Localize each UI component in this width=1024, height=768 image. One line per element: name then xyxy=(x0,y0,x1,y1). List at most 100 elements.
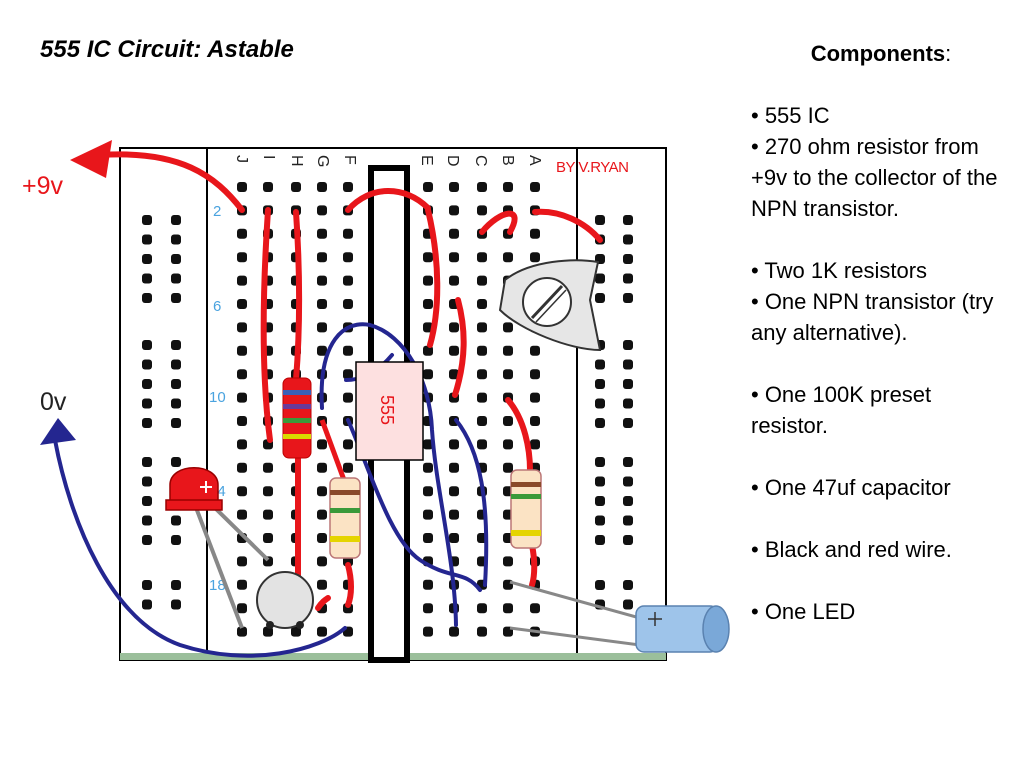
breadboard-hole xyxy=(263,509,273,520)
breadboard-hole xyxy=(477,626,487,637)
breadboard-hole xyxy=(171,340,181,350)
breadboard-hole xyxy=(449,182,459,192)
breadboard-hole xyxy=(503,439,513,450)
breadboard-hole xyxy=(595,476,605,487)
breadboard-hole xyxy=(263,462,273,473)
breadboard-hole xyxy=(343,252,353,263)
breadboard-holes xyxy=(142,182,633,637)
column-letter-b: B xyxy=(499,155,516,166)
breadboard-hole xyxy=(317,228,327,239)
breadboard-hole xyxy=(477,275,487,286)
breadboard-hole xyxy=(595,398,605,409)
breadboard-hole xyxy=(477,439,487,450)
breadboard-hole xyxy=(171,273,181,284)
breadboard-hole xyxy=(595,535,605,545)
component-1k-resistors: • Two 1K resistors xyxy=(751,258,928,283)
breadboard-hole xyxy=(477,392,487,403)
breadboard-hole xyxy=(142,359,152,370)
breadboard-hole xyxy=(142,379,152,389)
supply-label: +9v xyxy=(22,172,64,200)
breadboard-hole xyxy=(317,252,327,263)
breadboard-hole xyxy=(142,398,152,409)
breadboard-hole xyxy=(343,439,353,450)
breadboard-hole xyxy=(237,182,247,192)
red-wire-column-c-d xyxy=(452,297,467,398)
breadboard-hole xyxy=(530,369,540,380)
component-capacitor: • One 47uf capacitor xyxy=(751,475,951,500)
breadboard-hole xyxy=(142,599,152,610)
capacitor-47uf xyxy=(509,580,730,653)
breadboard-hole xyxy=(623,535,633,545)
breadboard-hole xyxy=(623,379,633,389)
breadboard-hole xyxy=(317,533,327,543)
breadboard-hole xyxy=(142,273,152,284)
component-preset-resistor: • One 100K preset resistor. xyxy=(751,382,932,438)
breadboard-hole xyxy=(291,182,301,192)
breadboard-hole xyxy=(623,515,633,526)
breadboard-hole xyxy=(317,439,327,450)
breadboard-hole xyxy=(263,533,273,543)
breadboard-hole xyxy=(595,273,605,284)
npn-transistor xyxy=(256,571,314,629)
breadboard-hole xyxy=(503,369,513,380)
breadboard-hole xyxy=(343,345,353,356)
breadboard-hole xyxy=(343,299,353,309)
components-heading: Components: xyxy=(810,41,952,66)
red-wire-to-rail xyxy=(532,208,603,243)
red-wire-column-h xyxy=(293,209,302,383)
breadboard-hole xyxy=(503,345,513,356)
breadboard-hole xyxy=(423,275,433,286)
breadboard-hole xyxy=(171,379,181,389)
breadboard-hole xyxy=(423,533,433,543)
breadboard-hole xyxy=(237,416,247,426)
breadboard-hole xyxy=(449,462,459,473)
breadboard-hole xyxy=(423,252,433,263)
breadboard-hole xyxy=(317,556,327,567)
breadboard-hole xyxy=(423,603,433,614)
breadboard-hole xyxy=(343,182,353,192)
breadboard-hole xyxy=(477,252,487,263)
red-wire-column-d xyxy=(425,207,441,348)
breadboard-hole xyxy=(343,275,353,286)
breadboard-hole xyxy=(142,215,152,225)
breadboard-hole xyxy=(423,579,433,590)
breadboard-hole xyxy=(343,369,353,380)
breadboard-hole xyxy=(237,556,247,567)
breadboard-hole xyxy=(623,418,633,428)
breadboard-hole xyxy=(237,603,247,614)
breadboard-hole xyxy=(263,626,273,637)
breadboard-hole xyxy=(595,418,605,428)
breadboard-hole xyxy=(423,509,433,520)
red-wire-over-channel xyxy=(345,188,431,213)
breadboard-hole xyxy=(623,254,633,264)
breadboard-hole xyxy=(595,293,605,303)
breadboard-hole xyxy=(237,626,247,637)
component-wire: • Black and red wire. xyxy=(751,537,952,562)
row-number-2: 2 xyxy=(213,203,221,220)
column-letters: J I H G F E D C B A xyxy=(233,155,543,167)
breadboard-hole xyxy=(449,509,459,520)
breadboard-hole xyxy=(237,345,247,356)
credit-label: BY V.RYAN xyxy=(556,159,629,176)
breadboard-hole xyxy=(317,275,327,286)
breadboard-hole xyxy=(477,322,487,333)
breadboard-hole xyxy=(171,418,181,428)
ic-555: 555 xyxy=(355,361,424,461)
breadboard-hole xyxy=(449,439,459,450)
breadboard-hole xyxy=(171,234,181,245)
breadboard-hole xyxy=(237,369,247,380)
breadboard-hole xyxy=(449,252,459,263)
breadboard-hole xyxy=(503,462,513,473)
breadboard-hole xyxy=(171,599,181,610)
column-letter-a: A xyxy=(526,155,543,166)
breadboard-hole xyxy=(237,579,247,590)
breadboard-hole xyxy=(595,515,605,526)
breadboard-hole xyxy=(317,462,327,473)
breadboard-hole xyxy=(449,533,459,543)
breadboard-hole xyxy=(423,345,433,356)
resistor-1k-left xyxy=(319,419,361,559)
breadboard-hole xyxy=(449,626,459,637)
breadboard-hole xyxy=(317,486,327,497)
red-wire-column-f xyxy=(345,562,354,608)
breadboard-hole xyxy=(623,234,633,245)
